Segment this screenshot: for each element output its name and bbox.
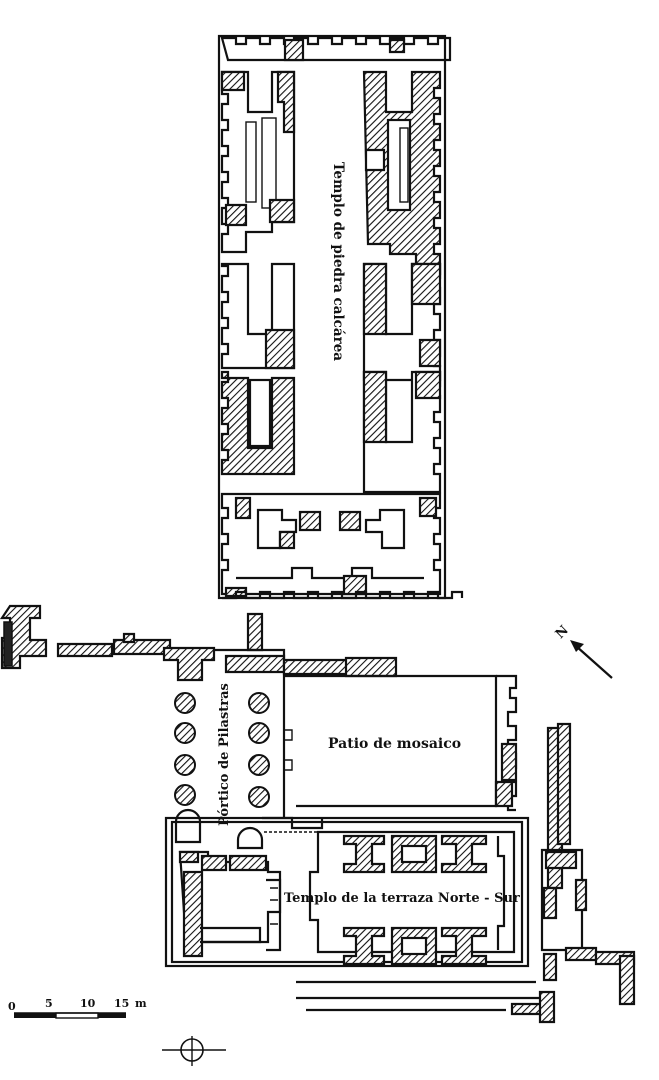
scale-tick-0: 0 xyxy=(8,1000,16,1013)
scale-unit: m xyxy=(135,997,147,1010)
pilaster-portico-label: Pórtico de Pilastras xyxy=(217,683,232,826)
terrace-temple-label: Templo de la terraza Norte - Sur xyxy=(284,891,520,906)
west-wall-fragments xyxy=(0,604,264,670)
north-arrow xyxy=(570,640,613,679)
north-arrow-label: N xyxy=(553,623,572,642)
scale-tick-15: 15 xyxy=(114,997,129,1010)
south-terrace xyxy=(296,980,556,1024)
crosshair-symbol xyxy=(162,1036,226,1066)
pilaster-portico xyxy=(162,646,398,850)
scale-tick-10: 10 xyxy=(80,997,96,1010)
mosaic-court xyxy=(284,674,518,812)
terrace-temple xyxy=(164,816,530,968)
limestone-temple-label: Templo de piedra calcárea xyxy=(330,162,346,361)
scale-bar xyxy=(14,1012,126,1019)
limestone-temple xyxy=(217,34,464,600)
east-structures xyxy=(540,722,636,1006)
mosaic-court-label: Patio de mosaico xyxy=(328,736,461,752)
scale-tick-5: 5 xyxy=(45,997,53,1010)
